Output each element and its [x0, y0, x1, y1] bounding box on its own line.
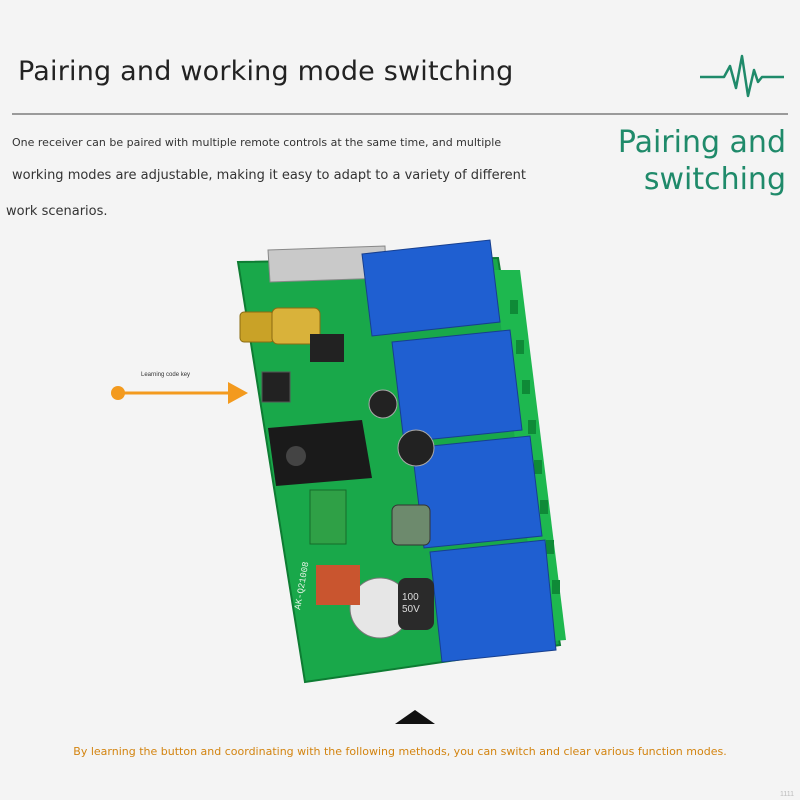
- page-title: Pairing and working mode switching: [18, 56, 514, 87]
- dc-power-jack: [268, 420, 372, 486]
- learning-code-key-label: Learning code key: [141, 372, 191, 378]
- capacitor-large-body: [398, 578, 434, 630]
- relay-4: [429, 539, 557, 663]
- pulse-wave-icon: [700, 54, 784, 98]
- relay-1: [361, 239, 501, 337]
- description-line-1: One receiver can be paired with multiple…: [12, 136, 502, 149]
- watermark: 1111: [779, 791, 794, 798]
- svg-text:100: 100: [402, 592, 419, 603]
- red-capacitor: [316, 565, 360, 605]
- side-title-line-2: switching: [643, 162, 786, 197]
- footer-caption: By learning the button and coordinating …: [73, 745, 727, 758]
- antenna-connector: [239, 307, 321, 345]
- screw-terminal: [309, 489, 347, 545]
- header-divider: [12, 113, 788, 115]
- capacitor-3: [391, 504, 431, 546]
- ic-chip: [310, 334, 344, 362]
- relay-2: [391, 329, 523, 443]
- side-title: Pairing and switching: [586, 124, 786, 198]
- side-title-line-1: Pairing and: [617, 125, 786, 160]
- description-line-3: work scenarios.: [6, 204, 108, 219]
- up-triangle-icon: [395, 710, 435, 724]
- capacitor-small-2: [397, 429, 435, 467]
- svg-text:50V: 50V: [402, 604, 420, 615]
- learning-code-key-button: [261, 371, 291, 403]
- description-line-2: working modes are adjustable, making it …: [12, 168, 526, 183]
- callout-arrow: [111, 382, 248, 404]
- capacitor-small-1: [368, 389, 398, 419]
- relay-blocks: [361, 239, 557, 663]
